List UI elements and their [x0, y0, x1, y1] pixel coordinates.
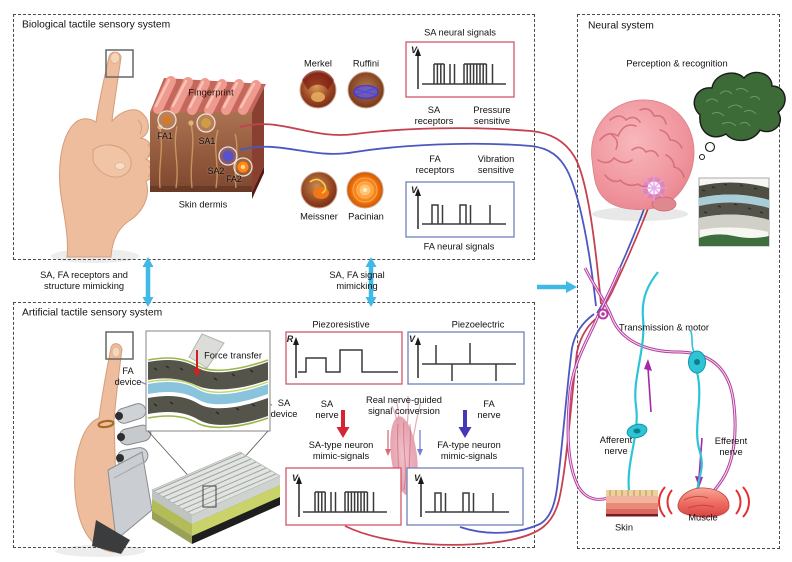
sa1-label: SA1 — [198, 135, 216, 146]
piezoresistive-axis-label: R — [286, 334, 294, 344]
structure-mimicking-label: SA, FA receptors and structure mimicking — [40, 270, 128, 291]
art-panel-title: Artificial tactile sensory system — [22, 307, 163, 319]
fa-signals-title: FA neural signals — [423, 241, 495, 252]
to-neural-arrow — [537, 281, 577, 293]
sa2-label: SA2 — [207, 165, 225, 176]
fa-nerve-label: FA nerve — [477, 399, 501, 420]
fa-axis-label: V — [410, 185, 418, 195]
force-transfer-label: Force transfer — [204, 350, 262, 361]
panel-neural — [577, 14, 780, 549]
fa-receptors-caption: FA receptors — [415, 154, 455, 175]
perception-label: Perception & recognition — [626, 58, 728, 69]
fa-device-label: FA device — [114, 366, 142, 387]
vibration-sensitive-caption: Vibration sensitive — [477, 154, 515, 175]
panel-artificial — [13, 302, 535, 548]
meissner-label: Meissner — [300, 211, 338, 222]
sa-device-label: SA device — [270, 398, 298, 419]
piezoelectric-title: Piezoelectric — [451, 319, 505, 330]
skin-label: Skin — [614, 522, 634, 533]
pacinian-label: Pacinian — [348, 211, 384, 222]
neural-panel-title: Neural system — [588, 20, 654, 32]
piezoelectric-axis-label: V — [408, 334, 416, 344]
sa-nerve-label: SA nerve — [315, 399, 339, 420]
afferent-nerve-label: Afferent nerve — [599, 435, 633, 456]
skin-dermis-label: Skin dermis — [178, 199, 228, 210]
fa1-label: FA1 — [157, 130, 173, 141]
muscle-label: Muscle — [688, 512, 718, 523]
sa-signals-title: SA neural signals — [424, 27, 496, 38]
efferent-nerve-label: Efferent nerve — [714, 436, 748, 457]
structure-mimicking-arrow — [142, 257, 154, 307]
conversion-label: Real nerve-guided signal conversion — [366, 395, 442, 416]
fa-mimic-axis-label: V — [413, 473, 421, 483]
fingerprint-label: Fingerprint — [188, 87, 234, 99]
ruffini-label: Ruffini — [352, 58, 380, 69]
sa-mimic-axis-label: V — [291, 473, 299, 483]
panel-biological — [13, 14, 535, 260]
signal-mimicking-label: SA, FA signal mimicking — [329, 270, 385, 291]
fa2-label: FA2 — [226, 173, 242, 184]
piezoresistive-title: Piezoresistive — [312, 319, 370, 330]
transmission-label: Transmission & motor — [618, 322, 710, 333]
sa-mimic-title: SA-type neuron mimic-signals — [308, 440, 374, 461]
sa-axis-label: V — [410, 45, 418, 55]
merkel-label: Merkel — [304, 58, 332, 69]
fa-mimic-title: FA-type neuron mimic-signals — [437, 440, 501, 461]
bio-panel-title: Biological tactile sensory system — [22, 19, 171, 31]
pressure-sensitive-caption: Pressure sensitive — [473, 105, 511, 126]
sa-receptors-caption: SA receptors — [414, 105, 454, 126]
